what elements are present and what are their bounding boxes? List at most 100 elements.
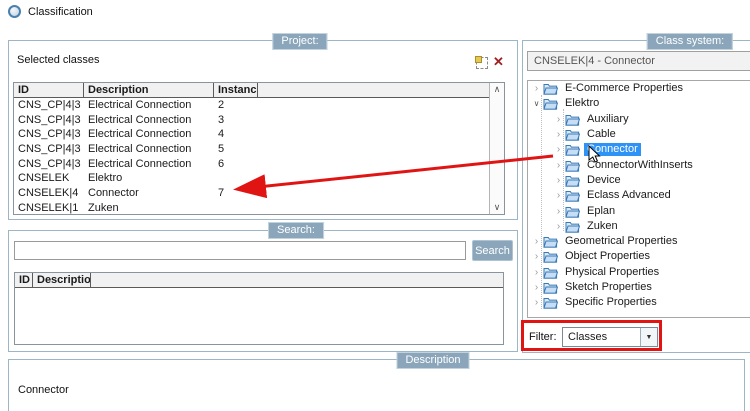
folder-icon — [543, 235, 559, 248]
tree-item-object-properties[interactable]: ›Object Properties — [528, 249, 750, 264]
expander-icon[interactable]: › — [534, 266, 539, 278]
expander-icon[interactable]: › — [534, 236, 539, 248]
description-group-label: Description — [396, 352, 470, 369]
tree-item-label: Elektro — [565, 97, 600, 110]
expander-icon[interactable]: › — [556, 113, 561, 125]
search-input[interactable] — [14, 241, 466, 260]
expander-icon[interactable]: › — [556, 190, 561, 202]
scroll-down-icon[interactable]: ∨ — [493, 202, 501, 212]
close-icon[interactable]: ✕ — [493, 54, 504, 69]
filter-dropdown[interactable]: Classes ▼ — [562, 327, 658, 347]
table-cell — [214, 201, 258, 214]
tree-item-label: Connector — [584, 143, 641, 157]
search-group-label: Search: — [268, 222, 324, 239]
table-cell: CNS_CP|4|3 — [18, 113, 81, 126]
expander-icon[interactable]: › — [556, 220, 561, 232]
folder-icon — [543, 296, 559, 309]
tree-item-label: Device — [587, 173, 621, 186]
expander-icon[interactable]: › — [534, 282, 539, 293]
column-header[interactable]: ID — [15, 273, 33, 287]
folder-icon — [565, 174, 581, 187]
tree-item-geometrical-properties[interactable]: › Geometrical Properties — [528, 234, 750, 249]
table-cell: 2 — [218, 99, 225, 111]
tree-item-elektro[interactable]: ∨ Elektro — [528, 96, 750, 111]
tree-item-sketch-properties[interactable]: › Sketch Properties — [528, 280, 750, 295]
class-system-group-label: Class system: — [646, 33, 734, 50]
tree-item-e-commerce-properties[interactable]: › E-Commerce Properties — [528, 81, 750, 96]
folder-icon — [565, 113, 581, 126]
expander-icon[interactable]: › — [534, 83, 539, 95]
class-tree: › E-Commerce Properties ∨ Elektro ›Auxiliary… — [527, 80, 750, 318]
window-header: Classification — [8, 5, 93, 18]
tree-item-physical-properties[interactable]: ›Physical Properties — [528, 265, 750, 280]
tree-item-cable[interactable]: ›Cable — [528, 127, 750, 142]
expander-icon[interactable]: › — [556, 144, 561, 156]
selected-classes-heading: Selected classes — [17, 54, 100, 66]
expander-icon[interactable]: › — [534, 297, 539, 309]
folder-icon — [543, 250, 559, 264]
column-header[interactable]: Description — [33, 273, 91, 287]
column-header[interactable]: ID — [14, 83, 84, 97]
description-text: Connector — [18, 384, 69, 396]
selected-class-path-field[interactable]: CNSELEK|4 - Connector — [527, 51, 750, 71]
folder-icon — [565, 143, 581, 156]
folder-icon — [543, 82, 559, 95]
table-header-row: IDDescriptionInstance — [14, 83, 489, 98]
table-cell: Elektro — [88, 172, 123, 185]
column-header[interactable]: Instance — [214, 83, 258, 97]
folder-icon — [565, 159, 581, 172]
tree-item-label: ConnectorWithInserts — [587, 158, 693, 171]
table-cell: CNSELEK|1 — [18, 201, 79, 214]
expander-icon[interactable]: › — [556, 159, 561, 171]
table-cell: Electrical Connection — [88, 128, 192, 141]
table-cell: Electrical Connection — [88, 99, 192, 111]
tree-item-label: E-Commerce Properties — [565, 82, 683, 95]
tree-item-zuken[interactable]: › Zuken — [528, 219, 750, 234]
expander-icon[interactable]: › — [556, 174, 561, 186]
tree-item-label: Specific Properties — [565, 296, 657, 309]
expander-icon[interactable]: › — [534, 251, 539, 263]
scroll-up-icon[interactable]: ∧ — [493, 84, 501, 94]
tree-item-eclass-advanced[interactable]: › Eclass Advanced — [528, 188, 750, 203]
chevron-down-icon[interactable]: ▼ — [640, 328, 657, 346]
search-button[interactable]: Search — [472, 240, 513, 261]
tree-item-specific-properties[interactable]: › Specific Properties — [528, 295, 750, 310]
tree-item-label: Sketch Properties — [565, 281, 652, 293]
table-cell: CNSELEK|4 — [18, 187, 79, 200]
folder-icon — [565, 220, 581, 233]
table-cell: CNS_CP|4|3 — [18, 157, 81, 170]
selected-classes-table: IDDescriptionInstance CNS_CP|4|3Electric… — [13, 82, 505, 215]
description-panel — [8, 359, 745, 411]
table-row[interactable]: CNS_CP|4|3 Electrical Connection 3 — [14, 113, 489, 128]
tree-item-label: Geometrical Properties — [565, 235, 678, 248]
select-classes-icon[interactable] — [475, 56, 488, 69]
expander-icon[interactable]: ∨ — [533, 99, 540, 109]
table-row[interactable]: CNSELEK|4 Connector 7 — [14, 186, 489, 201]
table-cell: Electrical Connection — [88, 157, 192, 170]
table-cell: 7 — [218, 187, 225, 200]
folder-icon — [565, 205, 581, 218]
table-cell: Electrical Connection — [88, 113, 192, 126]
expander-icon[interactable]: › — [556, 205, 561, 217]
tree-item-label: Eclass Advanced — [587, 189, 671, 202]
tree-item-eplan[interactable]: ›Eplan — [528, 203, 750, 218]
vertical-scrollbar[interactable]: ∧ ∨ — [489, 83, 504, 214]
tree-item-auxiliary[interactable]: ›Auxiliary — [528, 112, 750, 127]
table-cell: Electrical Connection — [88, 143, 192, 156]
column-header[interactable]: Description — [84, 83, 214, 97]
table-cell: 3 — [218, 113, 225, 126]
expander-icon[interactable]: › — [556, 129, 561, 141]
tree-item-connector[interactable]: › Connector — [528, 142, 750, 157]
tree-item-connectorwithinserts[interactable]: › ConnectorWithInserts — [528, 157, 750, 172]
table-cell: Connector — [88, 187, 139, 200]
tree-item-device[interactable]: › Device — [528, 173, 750, 188]
tree-item-label: Zuken — [587, 219, 618, 232]
